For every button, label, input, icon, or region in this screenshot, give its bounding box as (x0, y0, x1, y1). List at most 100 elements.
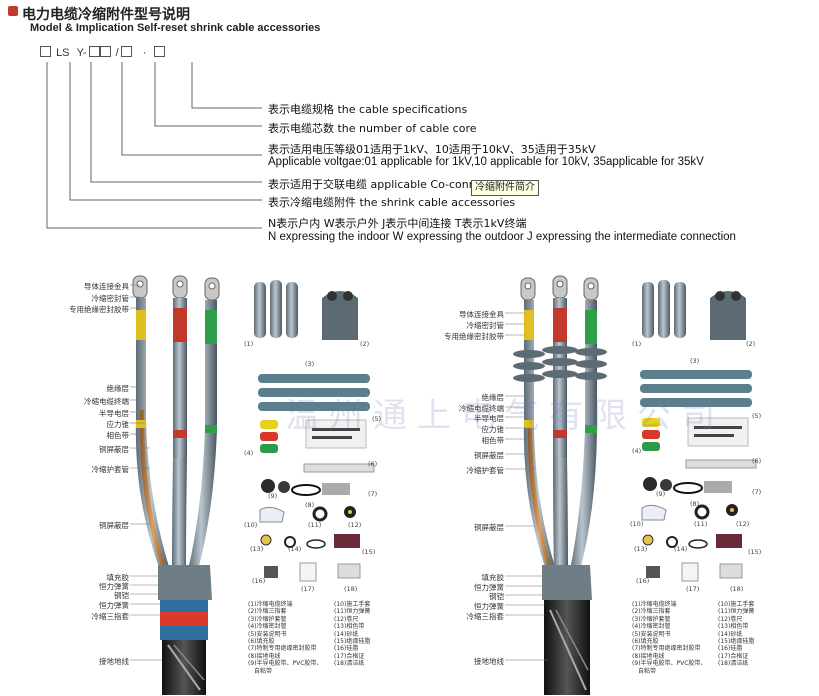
left-label-sheath-tube: 冷缩护套管 (91, 465, 130, 474)
left-label-seal-tube: 冷缩密封管 (91, 294, 130, 303)
right-part-num-5: (5) (752, 412, 762, 420)
right-parts-item: (14)砂纸 (718, 630, 743, 638)
left-part-num-17: (17) (301, 585, 315, 593)
right-parts-item: (13)相色带 (718, 623, 749, 631)
left-part-num-13: (13) (250, 545, 264, 553)
code-box-2 (88, 46, 100, 57)
right-label-leaders (505, 312, 548, 661)
left-label-semiconductor: 半导电层 (99, 409, 129, 418)
right-part-num-12: (12) (736, 520, 750, 528)
left-label-termination: 冷缩电缆终端 (84, 397, 129, 406)
left-parts-item: (4)冷缩密封管 (248, 623, 287, 631)
code-box-3 (99, 46, 111, 57)
right-parts-list-col1: (1)冷缩电缆终端 (2)冷缩三指套 (3)冷缩护套管 (4)冷缩密封管 (5)… (632, 601, 706, 675)
left-label-copper-shield: 铜屏蔽层 (99, 445, 129, 454)
right-label-termination: 冷缩电缆终端 (459, 404, 504, 413)
code-dot: · (142, 47, 147, 59)
left-parts-item: (3)冷缩护套管 (248, 615, 287, 623)
right-label-stress-cone: 应力锥 (481, 425, 505, 434)
right-part-num-14: (14) (674, 545, 688, 553)
desc-install-type-en: N expressing the indoor W expressing the… (268, 231, 736, 243)
right-parts-item: (11)恒力弹簧 (718, 608, 755, 616)
right-part-num-18: (18) (730, 585, 744, 593)
right-label-connector: 导体连接金具 (459, 310, 504, 319)
tooltip: 冷缩附件简介 (471, 180, 539, 196)
left-part-num-12: (12) (348, 521, 362, 529)
right-parts-item: (16)硅脂 (718, 645, 743, 653)
right-part-num-15: (15) (748, 548, 762, 556)
page-title: 电力电缆冷缩附件型号说明 (22, 7, 190, 23)
right-parts-item: (6)填充胶 (632, 638, 659, 646)
right-parts-item: (1)冷缩电缆终端 (632, 601, 677, 608)
left-part-num-10: (10) (244, 521, 258, 529)
right-part-num-2: (2) (746, 340, 756, 348)
left-part-num-1: (1) (244, 340, 254, 348)
left-label-connector: 导体连接金具 (84, 282, 129, 291)
left-part-num-14: (14) (288, 545, 302, 553)
left-parts-list-col2: (10)施工手套 (11)恒力弹簧 (12)卷尺 (13)相色带 (14)砂纸 … (334, 601, 370, 668)
left-parts-illustration (254, 280, 375, 582)
right-part-num-17: (17) (686, 585, 700, 593)
right-label-sheath-tube: 冷缩护套管 (466, 466, 505, 475)
leader-lines (46, 62, 262, 229)
desc-shrink-accessories: 表示冷缩电缆附件 the shrink cable accessories (268, 196, 516, 209)
left-parts-item: (7)特制专用绝缘密封胶带 (248, 645, 317, 653)
right-label-ground-wire: 接地地线 (474, 657, 504, 666)
right-label-copper-shield: 铜屏蔽层 (474, 451, 504, 460)
right-part-num-6: (6) (752, 457, 762, 465)
right-label-filler: 填充胶 (481, 573, 505, 582)
left-part-num-4: (4) (244, 449, 254, 457)
right-parts-item: (12)卷尺 (718, 615, 743, 623)
right-parts-list-col2: (10)施工手套 (11)恒力弹簧 (12)卷尺 (13)相色带 (14)砂纸 … (718, 601, 754, 668)
left-parts-item: (17)合格证 (334, 652, 365, 660)
right-parts-item: (15)绝缘硅脂 (718, 638, 755, 646)
code-ls: LS (56, 47, 70, 59)
left-label-phase-tape: 相色带 (106, 431, 130, 440)
right-parts-item: (3)冷缩护套管 (632, 615, 671, 623)
right-parts-illustration (640, 280, 757, 582)
code-box-5 (154, 46, 166, 57)
left-parts-item: (6)填充胶 (248, 638, 275, 646)
left-parts-item: 自粘带 (248, 667, 273, 675)
right-part-num-4: (4) (632, 447, 642, 455)
left-parts-item: (12)卷尺 (334, 615, 359, 623)
left-parts-item: (9)半导电胶带、PVC胶带、 (248, 660, 323, 668)
left-parts-item: (5)安装说明书 (248, 630, 287, 638)
right-parts-item: (8)接地电线 (632, 652, 665, 660)
right-label-armor: 钢铠 (489, 592, 504, 601)
left-label-copper-shield-2: 铜屏蔽层 (99, 521, 129, 530)
right-part-num-10: (10) (630, 520, 644, 528)
code-box-4 (120, 46, 132, 57)
right-part-num-16: (16) (636, 577, 650, 585)
right-parts-item: (10)施工手套 (718, 601, 755, 608)
right-part-num-7: (7) (752, 488, 762, 496)
left-label-insulation: 绝缘层 (106, 384, 130, 393)
left-parts-item: (2)冷缩三指套 (248, 608, 287, 616)
left-part-num-7: (7) (368, 490, 378, 498)
left-parts-item: (10)施工手套 (334, 601, 371, 608)
right-parts-item: (17)合格证 (718, 652, 749, 660)
right-label-breakout: 冷缩三指套 (466, 612, 505, 621)
left-label-leaders (130, 284, 162, 661)
left-parts-item: (16)硅脂 (334, 645, 359, 653)
left-label-seal-tape: 专用绝缘密封胶带 (69, 305, 129, 314)
code-slash: / (115, 47, 119, 59)
left-label-spring-2: 恒力弹簧 (99, 601, 129, 610)
right-part-num-9: (9) (656, 490, 666, 498)
left-part-num-9: (9) (268, 492, 278, 500)
right-parts-item: (7)特制专用绝缘密封胶带 (632, 645, 701, 653)
left-part-num-11: (11) (308, 521, 322, 529)
desc-cable-spec: 表示电缆规格 the cable specifications (268, 103, 468, 116)
right-parts-item: (18)清洁纸 (718, 660, 749, 668)
left-label-breakout: 冷缩三指套 (91, 612, 130, 621)
left-parts-item: (14)砂纸 (334, 630, 359, 638)
right-label-insulation: 绝缘层 (481, 393, 505, 402)
left-label-filler: 填充胶 (106, 573, 130, 582)
left-parts-item: (8)接地电线 (248, 652, 281, 660)
desc-voltage-cn: 表示适用电压等级01适用于1kV、10适用于10kV、35适用于35kV (268, 143, 596, 156)
right-part-num-11: (11) (694, 520, 708, 528)
right-part-num-8: (8) (690, 500, 700, 508)
right-part-num-13: (13) (634, 545, 648, 553)
desc-core-number: 表示电缆芯数 the number of cable core (268, 122, 477, 135)
left-parts-item: (11)恒力弹簧 (334, 608, 371, 616)
